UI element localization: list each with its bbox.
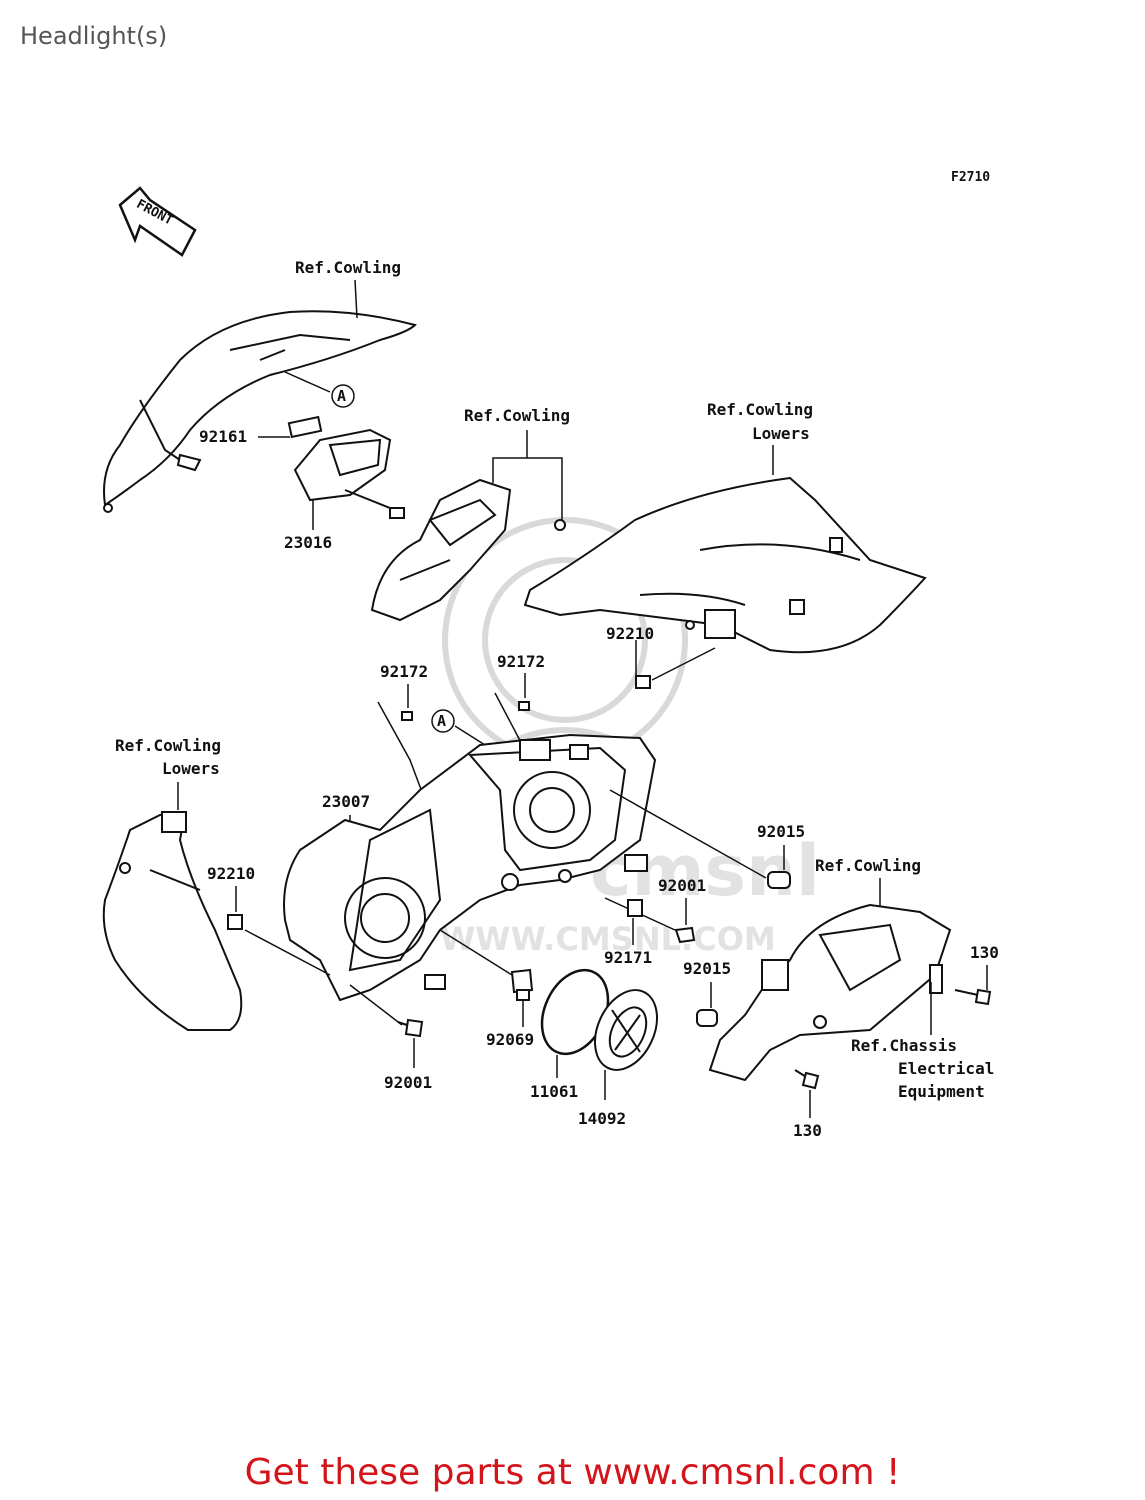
label-11061: 11061	[530, 1082, 578, 1101]
bulb-92069	[510, 968, 534, 1001]
label-130-right: 130	[970, 943, 999, 962]
bolt-92001-right	[674, 926, 696, 944]
label-92171: 92171	[604, 948, 652, 967]
spacer-92015-top	[767, 871, 791, 889]
promo-link[interactable]: Get these parts at www.cmsnl.com !	[244, 1452, 901, 1493]
spacer-92015-bottom	[696, 1009, 718, 1027]
page-title: Headlight(s)	[20, 22, 168, 50]
label-92015-bottom: 92015	[683, 959, 731, 978]
label-ref-cowling-lowers-right-2: Lowers	[752, 424, 810, 443]
label-92015-top: 92015	[757, 822, 805, 841]
promo-banner[interactable]: Get these parts at www.cmsnl.com !	[0, 1452, 1145, 1493]
label-23016: 23016	[284, 533, 332, 552]
label-92069: 92069	[486, 1030, 534, 1049]
bolt-92001-bottom	[397, 1018, 424, 1038]
label-ref-cowling-mid: Ref.Cowling	[464, 406, 570, 425]
upper-cowling-part	[103, 310, 417, 513]
label-92001-bottom: 92001	[384, 1073, 432, 1092]
screw-92172-right	[518, 701, 530, 711]
label-92001-right: 92001	[658, 876, 706, 895]
label-ref-cowling-lowers-right-1: Ref.Cowling	[707, 400, 813, 419]
label-92172-right: 92172	[497, 652, 545, 671]
label-ref-cowling-right: Ref.Cowling	[815, 856, 921, 875]
label-ref-cowling-lowers-left-2: Lowers	[162, 759, 220, 778]
position-lamp-23016	[293, 428, 405, 519]
cap-14092	[594, 989, 658, 1071]
bracket-92171	[627, 899, 643, 917]
inner-cowling-part	[370, 478, 566, 622]
pad-92161	[287, 415, 323, 439]
label-23007: 23007	[322, 792, 370, 811]
label-92172-left: 92172	[380, 662, 428, 681]
screw-92172-left	[401, 711, 413, 721]
label-92161: 92161	[199, 427, 247, 446]
watermark-url: WWW.CMSNL.COM	[440, 920, 776, 958]
label-92210-right: 92210	[606, 624, 654, 643]
callout-a-top-label: A	[337, 387, 346, 405]
inner-front-cowling-part	[708, 903, 952, 1082]
label-ref-cowling-top: Ref.Cowling	[295, 258, 401, 277]
headlight-assembly-23007	[283, 733, 657, 1002]
front-arrow-icon: FRONT	[118, 186, 197, 257]
clip-92210-right	[635, 675, 651, 689]
label-ref-chassis-2: Electrical	[898, 1059, 994, 1078]
bolt-130-bottom	[794, 1069, 820, 1090]
bolt-130-right	[954, 988, 992, 1006]
left-lower-cowling-part	[102, 810, 243, 1031]
watermark-logo: cmsnl WWW.CMSNL.COM	[440, 517, 820, 958]
right-lower-cowling-part	[523, 476, 927, 654]
callout-a-top	[331, 384, 355, 408]
label-ref-cowling-lowers-left-1: Ref.Cowling	[115, 736, 221, 755]
clip-92210-left	[227, 914, 243, 930]
label-ref-chassis-1: Ref.Chassis	[851, 1036, 957, 1055]
label-ref-chassis-3: Equipment	[898, 1082, 985, 1101]
label-14092: 14092	[578, 1109, 626, 1128]
callout-a-mid	[431, 709, 455, 733]
label-130-bottom: 130	[793, 1121, 822, 1140]
figure-code: F2710	[951, 170, 990, 185]
label-92210-left: 92210	[207, 864, 255, 883]
callout-a-mid-label: A	[437, 712, 446, 730]
